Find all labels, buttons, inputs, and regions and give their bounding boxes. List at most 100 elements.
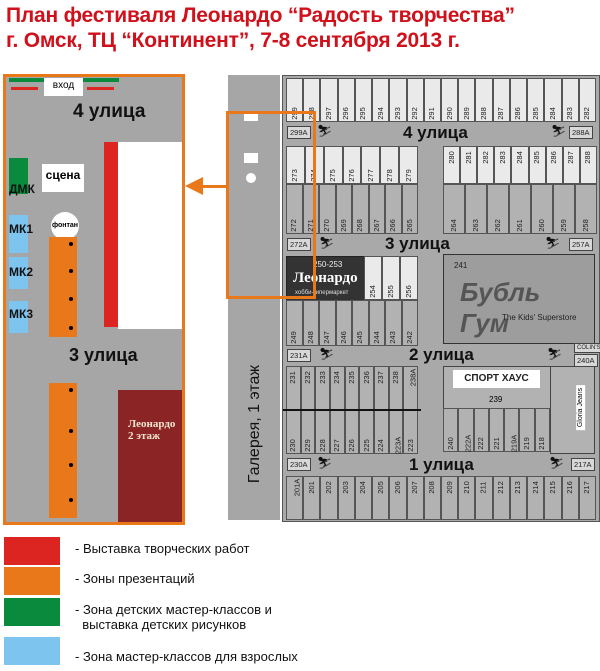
- shop-256[interactable]: 256: [400, 256, 418, 300]
- shop-204[interactable]: 204: [354, 476, 373, 520]
- shop-215[interactable]: 215: [544, 476, 562, 520]
- shop-221[interactable]: 221: [488, 408, 505, 452]
- shop-217[interactable]: 217: [578, 476, 596, 520]
- shop-219a[interactable]: 219A: [504, 408, 520, 452]
- shop-230[interactable]: 230: [286, 410, 301, 454]
- shop-282[interactable]: 282: [477, 146, 495, 184]
- shop-288[interactable]: 288: [475, 78, 493, 122]
- shop-243[interactable]: 243: [385, 300, 402, 346]
- shop-299a[interactable]: 299A: [287, 126, 311, 139]
- shop-269[interactable]: 269: [335, 184, 352, 234]
- gloria-jeans-store[interactable]: Gloria Jeans: [550, 366, 595, 454]
- shop-267[interactable]: 267: [368, 184, 385, 234]
- shop-266[interactable]: 266: [385, 184, 402, 234]
- shop-234[interactable]: 234: [330, 366, 345, 410]
- sporthaus-store[interactable]: СПОРТ ХАУС 239: [443, 366, 552, 410]
- shop-233[interactable]: 233: [315, 366, 330, 410]
- shop-278[interactable]: 278: [380, 146, 400, 184]
- shop-240[interactable]: 240: [443, 408, 459, 452]
- shop-210[interactable]: 210: [458, 476, 476, 520]
- shop-289[interactable]: 289: [458, 78, 476, 122]
- shop-248[interactable]: 248: [302, 300, 319, 346]
- shop-279[interactable]: 279: [399, 146, 418, 184]
- shop-249[interactable]: 249: [286, 300, 303, 346]
- shop-209[interactable]: 209: [441, 476, 459, 520]
- shop-258[interactable]: 258: [575, 184, 597, 234]
- shop-216[interactable]: 216: [561, 476, 579, 520]
- shop-222[interactable]: 222: [473, 408, 489, 452]
- shop-228[interactable]: 228: [315, 410, 330, 454]
- shop-203[interactable]: 203: [337, 476, 355, 520]
- shop-260[interactable]: 260: [531, 184, 553, 234]
- shop-232[interactable]: 232: [300, 366, 316, 410]
- shop-284[interactable]: 284: [511, 146, 529, 184]
- shop-211[interactable]: 211: [475, 476, 493, 520]
- shop-293[interactable]: 293: [389, 78, 407, 122]
- shop-265[interactable]: 265: [401, 184, 418, 234]
- shop-244[interactable]: 244: [368, 300, 385, 346]
- shop-223a[interactable]: 223A: [388, 410, 404, 454]
- bubblegum-store[interactable]: 241 Бубль Гум The Kids' Superstore: [443, 254, 595, 344]
- shop-242[interactable]: 242: [401, 300, 418, 346]
- shop-291[interactable]: 291: [423, 78, 441, 122]
- shop-294[interactable]: 294: [372, 78, 390, 122]
- shop-201[interactable]: 201: [303, 476, 321, 520]
- shop-288a[interactable]: 288A: [569, 126, 593, 139]
- shop-262[interactable]: 262: [487, 184, 509, 234]
- shop-297[interactable]: 297: [320, 78, 338, 122]
- shop-285[interactable]: 285: [527, 78, 545, 122]
- shop-283[interactable]: 283: [561, 78, 579, 122]
- shop-286[interactable]: 286: [545, 146, 563, 184]
- shop-colins[interactable]: COLIN'S: [574, 343, 600, 353]
- shop-201a[interactable]: 201A: [286, 476, 304, 520]
- shop-207[interactable]: 207: [406, 476, 424, 520]
- shop-282[interactable]: 282: [578, 78, 596, 122]
- shop-284[interactable]: 284: [544, 78, 562, 122]
- shop-223[interactable]: 223: [403, 410, 418, 454]
- shop-272a[interactable]: 272A: [287, 238, 311, 251]
- shop-270[interactable]: 270: [319, 184, 336, 234]
- shop-283[interactable]: 283: [494, 146, 512, 184]
- shop-246[interactable]: 246: [335, 300, 352, 346]
- shop-277[interactable]: 277: [361, 146, 381, 184]
- shop-218[interactable]: 218: [534, 408, 550, 452]
- shop-247[interactable]: 247: [319, 300, 336, 346]
- shop-235[interactable]: 235: [344, 366, 360, 410]
- shop-286[interactable]: 286: [509, 78, 528, 122]
- shop-268[interactable]: 268: [352, 184, 369, 234]
- shop-273[interactable]: 273: [286, 146, 305, 184]
- shop-285[interactable]: 285: [528, 146, 546, 184]
- shop-226[interactable]: 226: [344, 410, 360, 454]
- shop-212[interactable]: 212: [492, 476, 510, 520]
- shop-255[interactable]: 255: [382, 256, 400, 300]
- shop-254[interactable]: 254: [364, 256, 382, 300]
- shop-290[interactable]: 290: [441, 78, 459, 122]
- shop-238a[interactable]: 238A: [403, 366, 418, 410]
- shop-245[interactable]: 245: [352, 300, 369, 346]
- shop-229[interactable]: 229: [300, 410, 316, 454]
- shop-275[interactable]: 275: [323, 146, 343, 184]
- shop-272[interactable]: 272: [286, 184, 303, 234]
- shop-263[interactable]: 263: [465, 184, 487, 234]
- shop-240a[interactable]: 240A: [574, 354, 598, 367]
- shop-213[interactable]: 213: [509, 476, 528, 520]
- shop-292[interactable]: 292: [406, 78, 424, 122]
- shop-281[interactable]: 281: [460, 146, 478, 184]
- shop-287[interactable]: 287: [562, 146, 580, 184]
- shop-295[interactable]: 295: [354, 78, 373, 122]
- shop-287[interactable]: 287: [492, 78, 510, 122]
- shop-259[interactable]: 259: [553, 184, 575, 234]
- shop-202[interactable]: 202: [320, 476, 338, 520]
- shop-219[interactable]: 219: [519, 408, 535, 452]
- shop-217a[interactable]: 217A: [571, 458, 595, 471]
- shop-208[interactable]: 208: [423, 476, 441, 520]
- shop-206[interactable]: 206: [389, 476, 407, 520]
- shop-276[interactable]: 276: [342, 146, 362, 184]
- shop-214[interactable]: 214: [527, 476, 545, 520]
- shop-288[interactable]: 288: [579, 146, 597, 184]
- shop-238[interactable]: 238: [388, 366, 404, 410]
- shop-236[interactable]: 236: [359, 366, 374, 410]
- shop-261[interactable]: 261: [509, 184, 531, 234]
- shop-222a[interactable]: 222A: [458, 408, 474, 452]
- shop-227[interactable]: 227: [330, 410, 345, 454]
